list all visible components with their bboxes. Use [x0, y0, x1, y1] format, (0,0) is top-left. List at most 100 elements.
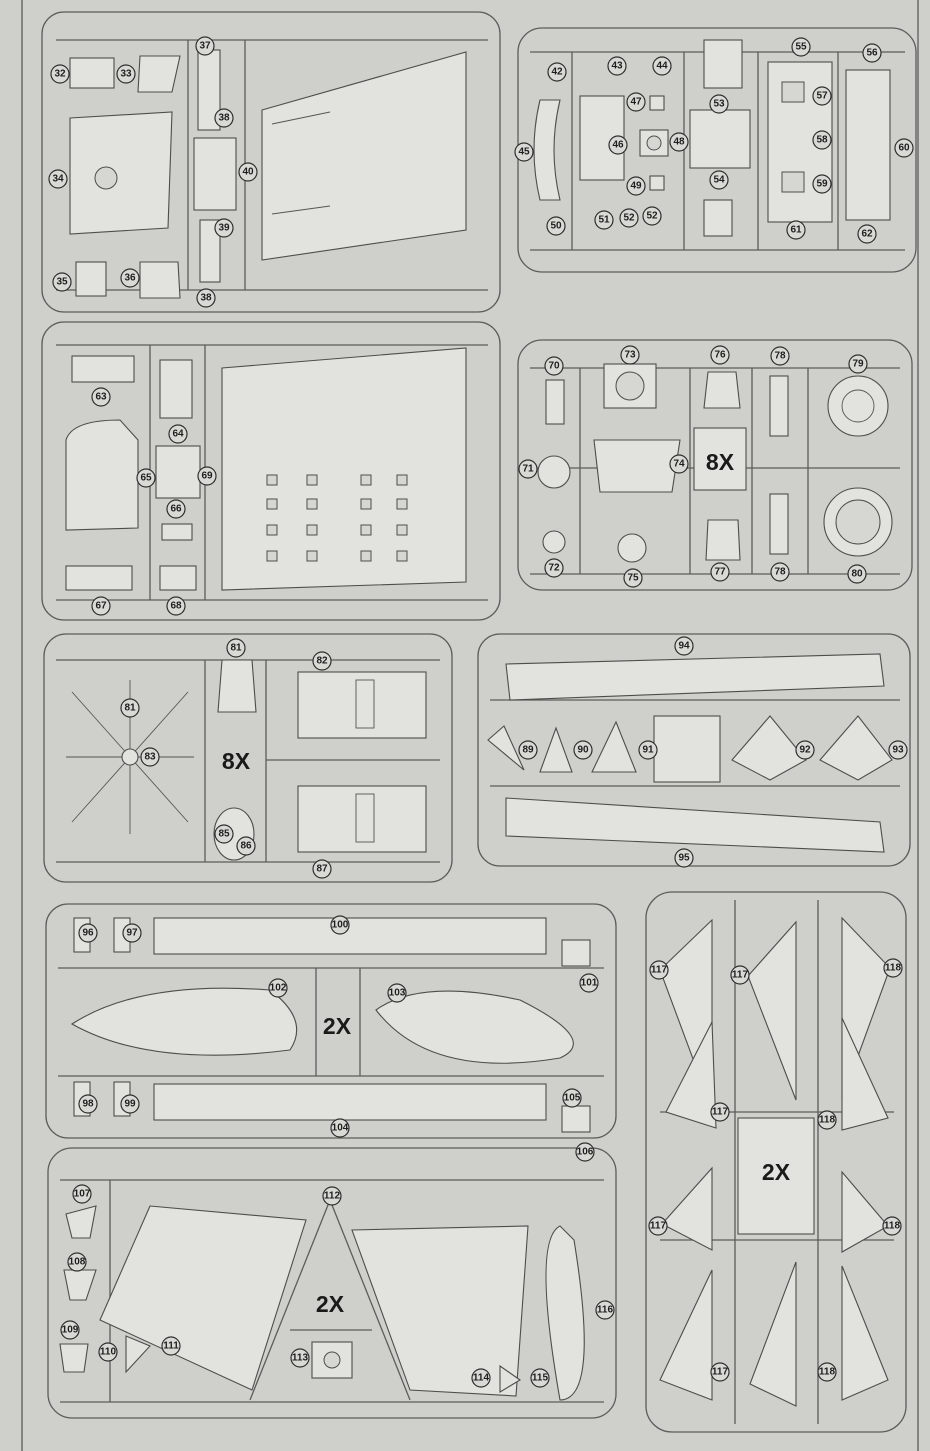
- part-number-text: 99: [124, 1099, 136, 1110]
- part-number-callout: 50: [546, 216, 566, 236]
- part-number-text: 113: [292, 1353, 309, 1364]
- part-number-callout: 38: [196, 288, 216, 308]
- part-number-callout: 51: [594, 210, 614, 230]
- part-number-text: 104: [332, 1123, 349, 1134]
- part-number-callout: 52: [642, 206, 662, 226]
- part-number-text: 38: [218, 113, 230, 124]
- part-number-text: 100: [332, 920, 349, 931]
- part-shape: [69, 57, 115, 89]
- part-shape: [139, 261, 181, 299]
- part-number-callout: 94: [674, 636, 694, 656]
- part-number-callout: 118: [817, 1362, 837, 1382]
- part-shape: [69, 111, 173, 235]
- part-number-callout: 91: [638, 740, 658, 760]
- part-number-callout: 42: [547, 62, 567, 82]
- part-shape: [533, 99, 561, 201]
- part-number-callout: 53: [709, 94, 729, 114]
- part-shape: [505, 797, 885, 853]
- part-number-text: 79: [852, 359, 864, 370]
- part-shape: [71, 355, 135, 383]
- part-number-text: 108: [69, 1257, 86, 1268]
- part-number-text: 117: [650, 1221, 667, 1232]
- part-number-callout: 32: [50, 64, 70, 84]
- part-number-text: 73: [624, 350, 636, 361]
- part-shape: [545, 1225, 585, 1401]
- part-shape: [65, 565, 133, 591]
- part-shape: [261, 51, 467, 261]
- part-number-callout: 106: [575, 1142, 595, 1162]
- part-number-callout: 87: [312, 859, 332, 879]
- part-number-text: 34: [52, 174, 64, 185]
- part-number-callout: 90: [573, 740, 593, 760]
- part-number-callout: 118: [817, 1110, 837, 1130]
- part-number-callout: 61: [786, 220, 806, 240]
- part-shape: [561, 939, 591, 967]
- part-number-callout: 63: [91, 387, 111, 407]
- part-number-text: 58: [816, 135, 828, 146]
- part-number-callout: 45: [514, 142, 534, 162]
- part-shape: [153, 917, 547, 955]
- part-number-callout: 117: [730, 965, 750, 985]
- part-number-callout: 62: [857, 224, 877, 244]
- part-number-callout: 70: [544, 356, 564, 376]
- part-number-callout: 81: [120, 698, 140, 718]
- part-shape: [537, 455, 571, 489]
- part-number-text: 90: [577, 745, 589, 756]
- part-number-text: 110: [100, 1347, 117, 1358]
- part-number-callout: 83: [140, 747, 160, 767]
- part-number-callout: 72: [544, 558, 564, 578]
- part-number-callout: 97: [122, 923, 142, 943]
- part-shape: [737, 1117, 815, 1235]
- part-number-callout: 65: [136, 468, 156, 488]
- part-number-text: 76: [714, 350, 726, 361]
- part-shape: [70, 987, 298, 1056]
- part-shape: [153, 1083, 547, 1121]
- part-number-callout: 68: [166, 596, 186, 616]
- part-number-text: 71: [522, 464, 534, 475]
- part-number-text: 96: [82, 928, 94, 939]
- part-number-text: 115: [532, 1373, 549, 1384]
- part-number-text: 94: [678, 641, 690, 652]
- part-shape: [375, 990, 574, 1064]
- part-number-text: 118: [819, 1115, 836, 1126]
- part-number-text: 53: [713, 99, 725, 110]
- part-shape: [121, 748, 139, 766]
- part-shape: [703, 199, 733, 237]
- part-number-callout: 92: [795, 740, 815, 760]
- square-hole: [396, 498, 408, 510]
- multiplier-label: 2X: [762, 1159, 791, 1185]
- part-number-text: 68: [170, 601, 182, 612]
- part-number-text: 106: [577, 1147, 594, 1158]
- part-number-text: 40: [242, 167, 254, 178]
- square-hole: [360, 550, 372, 562]
- part-number-text: 55: [795, 42, 807, 53]
- part-number-callout: 112: [322, 1186, 342, 1206]
- part-number-text: 50: [550, 221, 562, 232]
- part-shape: [75, 261, 107, 297]
- part-shape: [841, 1265, 889, 1401]
- part-number-callout: 34: [48, 169, 68, 189]
- part-number-text: 111: [163, 1341, 179, 1352]
- part-shape: [819, 715, 893, 781]
- part-shape: [499, 1364, 522, 1393]
- part-number-callout: 114: [471, 1368, 491, 1388]
- part-number-callout: 73: [620, 345, 640, 365]
- part-number-text: 97: [126, 928, 138, 939]
- part-number-text: 78: [774, 351, 786, 362]
- part-number-callout: 117: [710, 1362, 730, 1382]
- part-number-text: 32: [54, 69, 66, 80]
- part-number-callout: 103: [387, 983, 407, 1003]
- part-number-text: 61: [790, 225, 802, 236]
- sprue-a: [41, 11, 501, 313]
- part-shape: [841, 1170, 889, 1253]
- part-number-text: 117: [732, 970, 749, 981]
- part-number-callout: 56: [862, 43, 882, 63]
- part-number-callout: 49: [626, 176, 646, 196]
- multiplier-label: 8X: [706, 449, 735, 475]
- part-shape: [769, 375, 789, 437]
- part-shape: [593, 439, 681, 493]
- part-number-callout: 76: [710, 345, 730, 365]
- part-number-callout: 75: [623, 568, 643, 588]
- part-number-text: 42: [551, 67, 563, 78]
- part-number-callout: 59: [812, 174, 832, 194]
